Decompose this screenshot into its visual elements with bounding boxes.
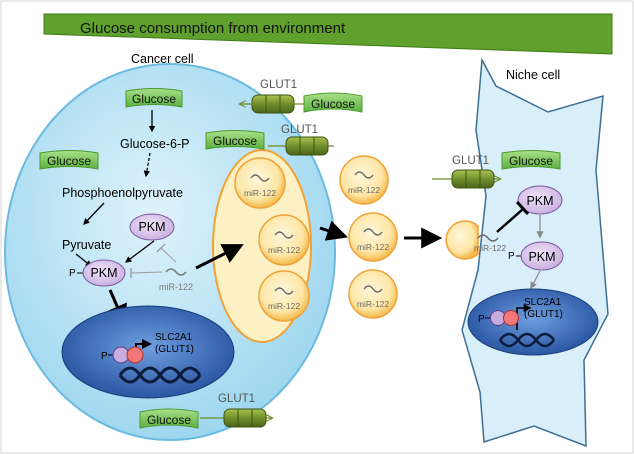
fusing-vesicle [445, 220, 479, 260]
free-vesicle-2-label: miR-122 [357, 242, 389, 252]
niche-cell-title: Niche cell [506, 68, 560, 82]
cancer-cell-title: Cancer cell [131, 52, 194, 66]
exosome-vesicle-2-label: miR-122 [268, 245, 300, 255]
free-vesicle-1-label: miR-122 [348, 185, 380, 195]
exosome-vesicle-1-label: miR-122 [244, 188, 276, 198]
niche-ppkm-label: PKM [528, 250, 555, 264]
free-vesicle-3-label: miR-122 [357, 299, 389, 309]
niche-nucleus-dna [498, 332, 556, 348]
free-vesicle-2: miR-122 [348, 212, 398, 262]
exosome-vesicle-1: miR-122 [234, 157, 286, 209]
cancer-gene-alias: (GLUT1) [155, 344, 194, 355]
banner-title: Glucose consumption from environment [80, 20, 346, 37]
glucose-tag-top-outside: Glucose [303, 92, 363, 113]
exosome-vesicle-3: miR-122 [258, 270, 310, 322]
arrow-mir-to-exosome [195, 244, 244, 270]
niche-glut1-label: GLUT1 [452, 155, 489, 167]
cancer-gene-label: SLC2A1 [155, 332, 193, 343]
phospho-pkm [82, 259, 126, 287]
niche-gene-alias: (GLUT1) [524, 309, 563, 320]
niche-glucose-tag: Glucose [501, 150, 561, 170]
niche-pkm [517, 185, 563, 215]
exosome-vesicle-2: miR-122 [258, 214, 310, 266]
pyruvate-label: Pyruvate [62, 238, 111, 252]
niche-glucose-label: Glucose [509, 154, 553, 168]
mir-122-strand [165, 268, 187, 276]
arrow-g6p-to-pep [143, 152, 151, 178]
glucose-top-outside-label: Glucose [311, 97, 355, 111]
mir-inhibits-pkm-bar [156, 243, 166, 253]
glucose-cytoplasm-label: Glucose [47, 154, 91, 168]
cancer-cell-nucleus [61, 305, 235, 399]
glucose-tag-bottom: Glucose [139, 408, 199, 429]
niche-phospho-pkm [520, 241, 564, 271]
niche-nucleus-phospho: P [478, 314, 485, 325]
pep-label: Phosphoenolpyruvate [62, 186, 183, 200]
glucose-tag-top: Glucose [125, 88, 183, 108]
arrow-exosome-release [319, 220, 348, 241]
glut1-top-label: GLUT1 [260, 79, 297, 91]
mir-inhibits-pkm [160, 247, 177, 263]
glucose-gradient-banner [43, 13, 613, 55]
cancer-ppkm-dimer-b [126, 346, 144, 364]
niche-mir-label: miR-122 [474, 243, 506, 253]
glucose-tag-cytoplasm: Glucose [39, 150, 99, 170]
glut1-mid-label: GLUT1 [281, 124, 318, 136]
cancer-nucleus-dna [118, 366, 202, 384]
glucose-label: Glucose [132, 92, 176, 106]
niche-arrow-ppkm-to-nucleus [530, 270, 541, 290]
exosome-vesicle-3-label: miR-122 [268, 301, 300, 311]
niche-mir-inhibits-pkm [496, 208, 524, 233]
niche-glut1-transporter [451, 169, 495, 189]
glut1-mid-transporter [285, 136, 329, 156]
cancer-nucleus-phospho: P [101, 351, 108, 362]
free-vesicle-1: miR-122 [339, 155, 389, 205]
glut1-bottom-transporter [223, 408, 267, 428]
niche-pkm-label: PKM [526, 194, 553, 208]
niche-mir-inhibits-pkm-bar [515, 200, 530, 216]
pkm-label: PKM [138, 220, 165, 234]
pkm-enzyme [129, 213, 175, 241]
glucose-mid-label: Glucose [213, 134, 257, 148]
ppkm-phospho-label: P [69, 268, 76, 279]
g6p-label: Glucose-6-P [120, 137, 189, 151]
ppkm-label: PKM [90, 266, 117, 280]
niche-mir-strand [477, 234, 499, 242]
arrow-pep-to-pyruvate [83, 202, 105, 225]
glut1-bottom-label: GLUT1 [218, 393, 255, 405]
mir-122-cytoplasm-label: miR-122 [159, 282, 193, 292]
niche-gene-label: SLC2A1 [524, 297, 562, 308]
mir-inhibits-ppkm [130, 271, 163, 274]
niche-ppkm-phospho: P [508, 251, 515, 262]
niche-ppkm-dimer-b [503, 310, 519, 326]
arrow-pkm-to-ppkm [124, 240, 155, 263]
free-vesicle-3: miR-122 [348, 269, 398, 319]
glucose-bottom-label: Glucose [147, 413, 191, 427]
glucose-tag-mid: Glucose [205, 130, 265, 150]
